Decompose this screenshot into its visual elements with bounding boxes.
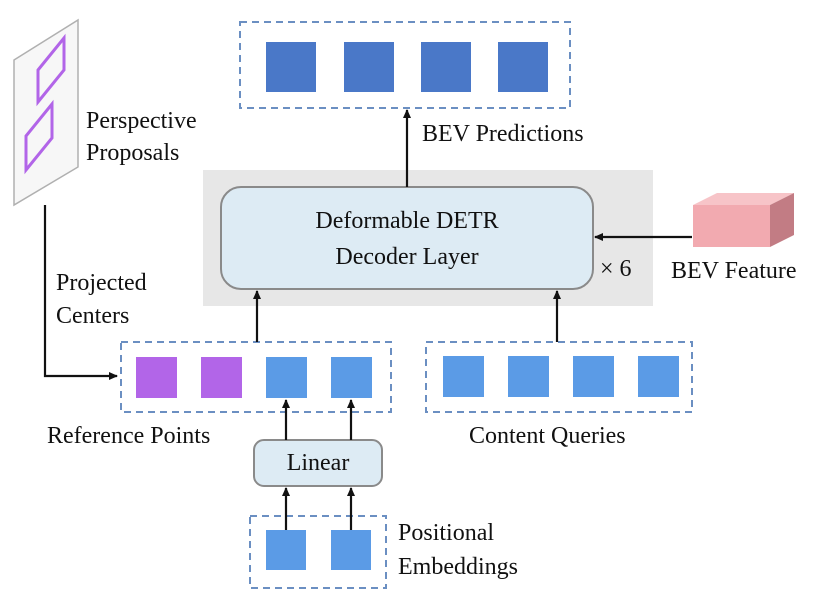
proposal-box-bottom — [24, 99, 54, 175]
content-queries-label: Content Queries — [469, 423, 626, 449]
content-queries-group — [425, 341, 693, 413]
reference-point-learned — [331, 357, 372, 398]
bev-prediction-square — [498, 42, 548, 92]
bev-feature-block — [693, 193, 794, 247]
decoder-layer-label-line2: Decoder Layer — [335, 244, 479, 270]
projected-centers-label-line2: Centers — [56, 303, 130, 329]
bev-prediction-square — [266, 42, 316, 92]
content-query-square — [638, 356, 679, 397]
arrow-projected-centers — [43, 205, 118, 380]
positional-embedding-square — [266, 530, 306, 570]
reference-point-learned — [266, 357, 307, 398]
content-query-square — [508, 356, 549, 397]
linear-box — [253, 439, 383, 487]
positional-embeddings-label-line1: Positional — [398, 520, 495, 546]
bev-predictions-group — [239, 21, 571, 109]
positional-embeddings-group — [249, 515, 387, 589]
reference-point-projected — [136, 357, 177, 398]
projected-centers-label-line1: Projected — [56, 270, 147, 296]
bev-prediction-square — [344, 42, 394, 92]
bev-feature-label: BEV Feature — [671, 258, 797, 284]
bev-prediction-square — [421, 42, 471, 92]
repeat-count-label: × 6 — [600, 256, 632, 282]
content-query-square — [443, 356, 484, 397]
bev-predictions-label: BEV Predictions — [422, 121, 584, 147]
decoder-layer-label-line1: Deformable DETR — [315, 208, 499, 234]
linear-label: Linear — [286, 450, 350, 476]
proposal-box-top — [36, 33, 66, 107]
positional-embedding-square — [331, 530, 371, 570]
positional-embeddings-label-line2: Embeddings — [398, 554, 518, 580]
perspective-proposals-label-line2: Proposals — [86, 140, 180, 166]
reference-point-projected — [201, 357, 242, 398]
reference-points-label: Reference Points — [47, 423, 211, 449]
perspective-proposals-label-line1: Perspective — [86, 108, 197, 134]
content-query-square — [573, 356, 614, 397]
perspective-image-plane — [13, 18, 79, 207]
